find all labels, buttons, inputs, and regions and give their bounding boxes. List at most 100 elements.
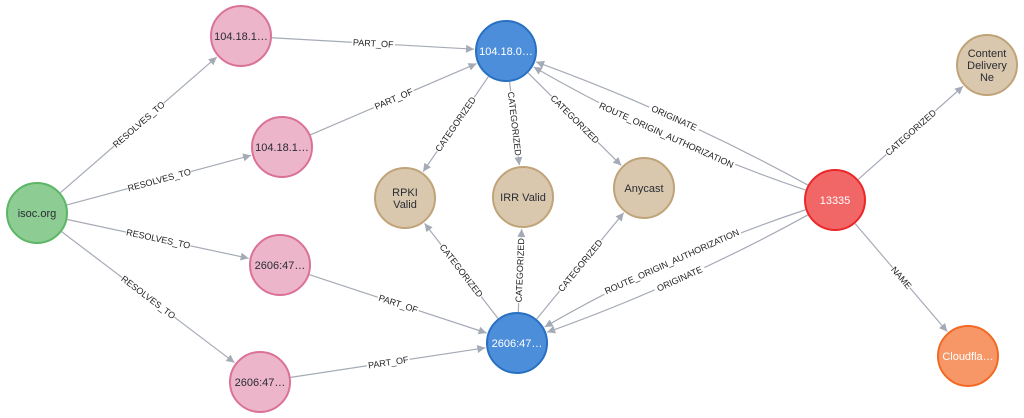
- node-ip1[interactable]: 104.18.1…: [210, 5, 272, 67]
- edge-name[interactable]: NAME: [854, 223, 948, 333]
- node-as13335[interactable]: 13335: [804, 169, 866, 231]
- edge-label-text: CATEGORIZED: [433, 95, 478, 154]
- edge-label: RESOLVES_TO: [126, 165, 193, 194]
- node-circle[interactable]: [210, 5, 272, 67]
- edge-label-background: [376, 291, 421, 316]
- node-circle[interactable]: [956, 34, 1018, 96]
- arrow-head-icon: [514, 156, 523, 166]
- arrow-head-icon: [939, 322, 948, 332]
- arrow-head-icon: [954, 86, 964, 95]
- edge-label-background: [548, 91, 603, 146]
- arrow-head-icon: [477, 326, 487, 335]
- arrow-head-icon: [533, 67, 543, 75]
- node-circle[interactable]: [492, 166, 554, 228]
- node-pfx4[interactable]: 104.18.0…: [475, 20, 537, 82]
- edge-label-text: CATEGORIZED: [883, 107, 938, 158]
- edge-label: CATEGORIZED: [554, 236, 605, 295]
- edge-label-text: NAME: [889, 265, 913, 291]
- edge-label-background: [596, 98, 737, 171]
- arrow-head-icon: [208, 56, 217, 66]
- edge-label-background: [505, 90, 525, 157]
- node-label: Cloudfla…: [942, 351, 993, 363]
- arrow-head-icon: [517, 228, 526, 238]
- edge-label-background: [371, 85, 416, 113]
- node-circle[interactable]: [374, 167, 436, 229]
- edge-label: PART_OF: [371, 85, 416, 113]
- edge-categorized[interactable]: CATEGORIZED: [512, 228, 527, 313]
- node-label: Valid: [393, 199, 417, 211]
- edge-categorized[interactable]: CATEGORIZED: [424, 222, 499, 319]
- edge-label-background: [888, 263, 915, 292]
- node-circle[interactable]: [6, 182, 68, 244]
- node-anycast[interactable]: Anycast: [613, 157, 675, 219]
- edge-label-text: CATEGORIZED: [556, 237, 605, 293]
- node-ip2[interactable]: 104.18.1…: [251, 116, 313, 178]
- node-ip3[interactable]: 2606:47…: [249, 234, 311, 296]
- edge-part-of[interactable]: PART_OF: [290, 345, 486, 378]
- node-circle[interactable]: [486, 312, 548, 374]
- edge-label: PART_OF: [365, 353, 411, 371]
- edge-label: CATEGORIZED: [432, 93, 479, 155]
- node-label: 104.18.0…: [479, 46, 533, 58]
- node-isoc[interactable]: isoc.org: [6, 182, 68, 244]
- node-label: Anycast: [624, 183, 663, 195]
- edge-categorized[interactable]: CATEGORIZED: [422, 76, 489, 172]
- edge-label: RESOLVES_TO: [125, 226, 192, 251]
- edge-label-background: [432, 93, 479, 155]
- node-cfname[interactable]: Cloudfla…: [937, 325, 999, 387]
- arrow-head-icon: [225, 354, 235, 363]
- node-label: 2606:47…: [255, 260, 306, 272]
- edge-categorized[interactable]: CATEGORIZED: [857, 85, 964, 180]
- edge-resolves-to[interactable]: RESOLVES_TO: [67, 218, 249, 261]
- node-label: 104.18.1…: [214, 31, 268, 43]
- arrow-head-icon: [615, 212, 624, 222]
- node-circle[interactable]: [937, 325, 999, 387]
- node-ip4[interactable]: 2606:47…: [229, 351, 291, 413]
- edge-label-background: [647, 101, 702, 134]
- edge-categorized[interactable]: CATEGORIZED: [527, 72, 622, 166]
- node-circle[interactable]: [475, 20, 537, 82]
- edge-label-background: [601, 225, 743, 297]
- edge-label-background: [652, 262, 707, 295]
- node-label: 2606:47…: [492, 338, 543, 350]
- node-label: 2606:47…: [235, 377, 286, 389]
- edge-label-text: PART_OF: [353, 37, 395, 49]
- edge-label-text: PART_OF: [367, 354, 409, 370]
- edge-label-background: [554, 236, 605, 295]
- edge-resolves-to[interactable]: RESOLVES_TO: [61, 231, 235, 364]
- arrow-head-icon: [544, 319, 554, 327]
- node-irr[interactable]: IRR Valid: [492, 166, 554, 228]
- node-circle[interactable]: [229, 351, 291, 413]
- edge-categorized[interactable]: CATEGORIZED: [536, 212, 625, 320]
- edge-label: PART_OF: [351, 36, 396, 50]
- edge-part-of[interactable]: PART_OF: [309, 274, 487, 335]
- edge-label-background: [512, 237, 527, 304]
- edge-part-of[interactable]: PART_OF: [271, 36, 475, 53]
- edge-label-text: RESOLVES_TO: [126, 167, 192, 194]
- arrow-head-icon: [242, 153, 252, 162]
- edge-resolves-to[interactable]: RESOLVES_TO: [66, 153, 252, 206]
- edge-label: RESOLVES_TO: [110, 98, 167, 150]
- arrow-head-icon: [424, 223, 433, 233]
- arrow-head-icon: [423, 162, 431, 172]
- edge-label-text: CATEGORIZED: [506, 91, 523, 157]
- edge-label-text: CATEGORIZED: [514, 237, 527, 302]
- edge-label: CATEGORIZED: [512, 237, 527, 304]
- node-pfx6[interactable]: 2606:47…: [486, 312, 548, 374]
- node-circle[interactable]: [804, 169, 866, 231]
- nodes-layer: isoc.org 104.18.1… 104.18.1… 2606:47… 2606:4…: [6, 5, 1018, 413]
- node-label: isoc.org: [18, 208, 57, 220]
- node-circle[interactable]: [249, 234, 311, 296]
- edge-label-text: RESOLVES_TO: [125, 227, 191, 250]
- edge-categorized[interactable]: CATEGORIZED: [505, 81, 525, 166]
- node-label: 104.18.1…: [255, 142, 309, 154]
- edge-label-background: [126, 165, 193, 194]
- node-circle[interactable]: [251, 116, 313, 178]
- node-circle[interactable]: [613, 157, 675, 219]
- edge-label-background: [882, 106, 939, 159]
- edge-resolves-to[interactable]: RESOLVES_TO: [60, 56, 218, 194]
- edge-originate[interactable]: ORIGINATE: [546, 214, 809, 334]
